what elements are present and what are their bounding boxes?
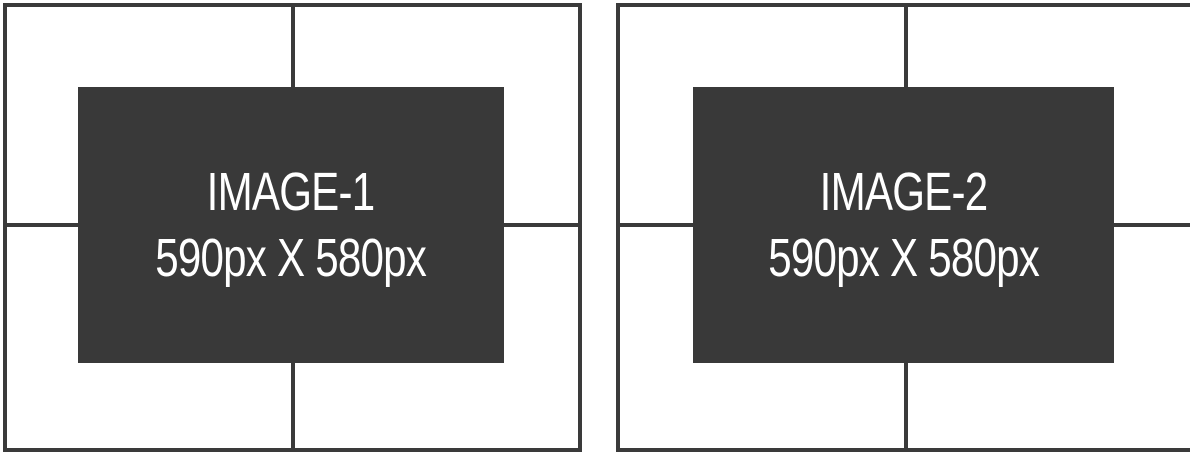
image-1-title: IMAGE-1 [207,162,376,222]
image-2-size: 590px X 580px [768,228,1040,288]
image-1-placeholder: IMAGE-1 590px X 580px [78,87,504,363]
image-1-size: 590px X 580px [155,228,428,288]
image-2-frame: IMAGE-2 590px X 580px [616,3,1190,452]
image-2-title: IMAGE-2 [819,162,989,222]
image-2-placeholder: IMAGE-2 590px X 580px [693,87,1114,363]
image-1-frame: IMAGE-1 590px X 580px [3,3,582,452]
